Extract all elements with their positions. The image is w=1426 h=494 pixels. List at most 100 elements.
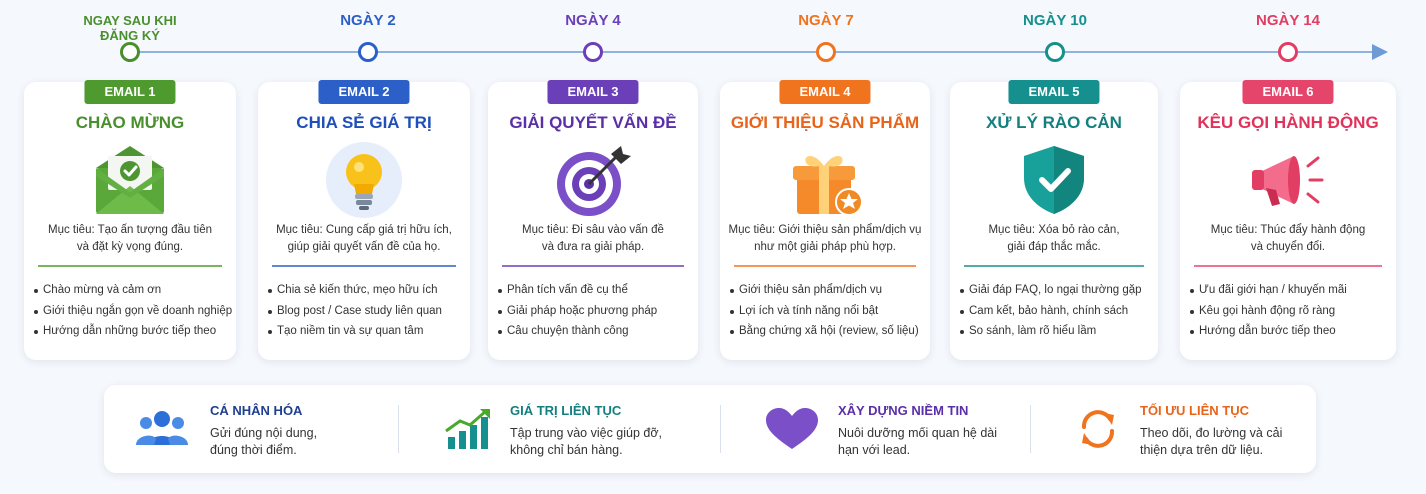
pillar-personalization: CÁ NHÂN HÓA Gửi đúng nội dung, đúng thời… xyxy=(134,385,394,473)
list-item: Hướng dẫn những bước tiếp theo xyxy=(34,321,232,342)
list-item: Lợi ích và tính năng nổi bật xyxy=(730,301,926,322)
card-goal: Mục tiêu: Cung cấp giá trị hữu ích, giúp… xyxy=(266,222,462,256)
email-badge: EMAIL 1 xyxy=(84,80,176,104)
card-divider xyxy=(964,265,1144,267)
goal-line: và đưa ra giải pháp. xyxy=(541,241,645,253)
shield-check-icon xyxy=(1024,146,1084,214)
pillar-text: Nuôi dưỡng mối quan hệ dài hạn với lead. xyxy=(838,426,998,457)
email-card-5: EMAIL 5 XỬ LÝ RÀO CẢN Mục tiêu: Xóa bỏ r… xyxy=(950,80,1158,360)
card-goal: Mục tiêu: Xóa bỏ rào cản, giải đáp thắc … xyxy=(958,222,1150,256)
pillar-text: Tập trung vào việc giúp đỡ, không chỉ bá… xyxy=(510,426,663,457)
day-label-1: NGAY SAU KHI ĐĂNG KÝ xyxy=(83,13,177,43)
email-card-3: EMAIL 3 GIẢI QUYẾT VẤN ĐỀ Mục tiêu: Đi s… xyxy=(488,80,698,360)
list-item: Kêu gọi hành động rõ ràng xyxy=(1190,301,1392,322)
email-card-1: EMAIL 1 CHÀO MỪNG Mục tiêu: Tạo ấn tượng… xyxy=(24,80,236,360)
timeline-dot-6 xyxy=(1278,42,1298,62)
list-item: Câu chuyện thành công xyxy=(498,321,694,342)
pillar-text: Gửi đúng nội dung, đúng thời điểm. xyxy=(210,426,318,457)
list-item: Chào mừng và cảm ơn xyxy=(34,280,232,301)
list-item: Giải pháp hoặc phương pháp xyxy=(498,301,694,322)
goal-line: và chuyển đổi. xyxy=(1250,241,1326,253)
pillar-continuous-value: GIÁ TRỊ LIÊN TỤC Tập trung vào việc giúp… xyxy=(442,385,712,473)
pillar-title: CÁ NHÂN HÓA xyxy=(210,403,303,418)
pillar-continuous-optimization: TỐI ƯU LIÊN TỤC Theo dõi, đo lường và cả… xyxy=(1076,385,1306,473)
card-title: KÊU GỌI HÀNH ĐỘNG xyxy=(1197,113,1379,132)
heart-icon xyxy=(766,408,818,449)
goal-line: Mục tiêu: Thúc đẩy hành động xyxy=(1210,224,1366,236)
goal-line: Mục tiêu: Cung cấp giá trị hữu ích, xyxy=(276,224,452,236)
card-title: CHÀO MỪNG xyxy=(75,113,185,132)
card-goal: Mục tiêu: Thúc đẩy hành động và chuyển đ… xyxy=(1188,222,1388,256)
target-icon xyxy=(557,146,631,216)
refresh-icon xyxy=(1082,410,1114,448)
email-badge: EMAIL 3 xyxy=(547,80,639,104)
gift-icon xyxy=(793,155,863,216)
list-item: Bằng chứng xã hội (review, số liệu) xyxy=(730,321,926,342)
card-divider xyxy=(1194,265,1382,267)
growth-chart-icon xyxy=(445,409,490,449)
card-goal: Mục tiêu: Giới thiệu sản phẩm/dịch vụ nh… xyxy=(728,222,922,256)
principles-panel: CÁ NHÂN HÓA Gửi đúng nội dung, đúng thời… xyxy=(104,385,1316,473)
day-label-6: NGÀY 14 xyxy=(1256,12,1320,29)
envelope-check-icon xyxy=(96,146,164,214)
card-goal: Mục tiêu: Đi sâu vào vấn đề và đưa ra gi… xyxy=(496,222,690,256)
card-points: Chào mừng và cảm ơn Giới thiệu ngắn gọn … xyxy=(34,280,232,342)
pillar-title: XÂY DỰNG NIỀM TIN xyxy=(838,403,969,418)
email-badge: EMAIL 5 xyxy=(1008,80,1100,104)
goal-line: như một giải pháp phù hợp. xyxy=(754,241,896,253)
divider xyxy=(1030,405,1031,453)
list-item: Ưu đãi giới hạn / khuyến mãi xyxy=(1190,280,1392,301)
card-title: GIẢI QUYẾT VẤN ĐỀ xyxy=(509,113,677,132)
day-label-3: NGÀY 4 xyxy=(565,12,621,29)
timeline-dot-3 xyxy=(583,42,603,62)
day-label-4: NGÀY 7 xyxy=(798,12,854,29)
goal-line: và đặt kỳ vọng đúng. xyxy=(76,241,184,253)
card-points: Chia sẻ kiến thức, mẹo hữu ích Blog post… xyxy=(268,280,466,342)
list-item: Giới thiệu sản phẩm/dịch vụ xyxy=(730,280,926,301)
pillar-title: TỐI ƯU LIÊN TỤC xyxy=(1140,403,1250,418)
pillar-text: Theo dõi, đo lường và cải thiện dựa trên… xyxy=(1140,426,1283,457)
card-points: Phân tích vấn đề cụ thể Giải pháp hoặc p… xyxy=(498,280,694,342)
card-divider xyxy=(502,265,684,267)
goal-line: Mục tiêu: Tạo ấn tượng đầu tiên xyxy=(48,224,212,236)
email-badge: EMAIL 4 xyxy=(779,80,871,104)
lightbulb-icon xyxy=(326,142,402,218)
timeline-dot-5 xyxy=(1045,42,1065,62)
day-label-5: NGÀY 10 xyxy=(1023,12,1087,29)
email-badge: EMAIL 2 xyxy=(318,80,410,104)
list-item: Chia sẻ kiến thức, mẹo hữu ích xyxy=(268,280,466,301)
email-card-2: EMAIL 2 CHIA SẺ GIÁ TRỊ Mục tiêu: Cung c… xyxy=(258,80,470,360)
card-divider xyxy=(734,265,916,267)
divider xyxy=(720,405,721,453)
card-points: Ưu đãi giới hạn / khuyến mãi Kêu gọi hàn… xyxy=(1190,280,1392,342)
card-title: GIỚI THIỆU SẢN PHẨM xyxy=(730,113,920,132)
timeline-line xyxy=(128,51,1372,53)
divider xyxy=(398,405,399,453)
card-points: Giải đáp FAQ, lo ngại thường gặp Cam kết… xyxy=(960,280,1154,342)
pillar-build-trust: XÂY DỰNG NIỀM TIN Nuôi dưỡng mối quan hệ… xyxy=(764,385,1024,473)
goal-line: Mục tiêu: Giới thiệu sản phẩm/dịch vụ xyxy=(728,224,922,236)
list-item: Blog post / Case study liên quan xyxy=(268,301,466,322)
pillar-title: GIÁ TRỊ LIÊN TỤC xyxy=(510,403,622,418)
goal-line: giải đáp thắc mắc. xyxy=(1007,241,1101,253)
goal-line: Mục tiêu: Đi sâu vào vấn đề xyxy=(522,224,664,236)
goal-line: Mục tiêu: Xóa bỏ rào cản, xyxy=(988,224,1120,236)
card-divider xyxy=(38,265,222,267)
card-goal: Mục tiêu: Tạo ấn tượng đầu tiên và đặt k… xyxy=(32,222,228,256)
timeline-dot-1 xyxy=(120,42,140,62)
card-title: XỬ LÝ RÀO CẢN xyxy=(986,113,1122,132)
timeline-dot-2 xyxy=(358,42,378,62)
people-icon xyxy=(136,411,188,445)
megaphone-icon xyxy=(1252,156,1324,206)
email-card-6: EMAIL 6 KÊU GỌI HÀNH ĐỘNG Mục tiêu: Thúc… xyxy=(1180,80,1396,360)
list-item: Giải đáp FAQ, lo ngại thường gặp xyxy=(960,280,1154,301)
list-item: Tạo niềm tin và sự quan tâm xyxy=(268,321,466,342)
goal-line: giúp giải quyết vấn đề của họ. xyxy=(287,241,441,253)
card-divider xyxy=(272,265,456,267)
list-item: Cam kết, bảo hành, chính sách xyxy=(960,301,1154,322)
email-badge: EMAIL 6 xyxy=(1242,80,1334,104)
card-title: CHIA SẺ GIÁ TRỊ xyxy=(296,113,432,132)
card-points: Giới thiệu sản phẩm/dịch vụ Lợi ích và t… xyxy=(730,280,926,342)
list-item: Hướng dẫn bước tiếp theo xyxy=(1190,321,1392,342)
timeline-arrow-icon xyxy=(1372,44,1388,60)
